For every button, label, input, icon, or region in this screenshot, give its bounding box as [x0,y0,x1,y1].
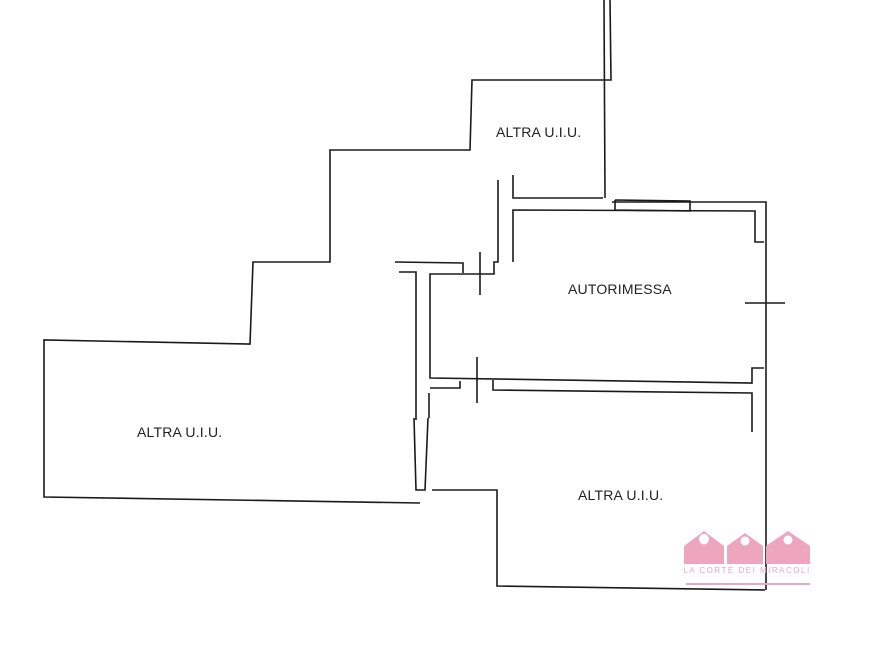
outer-outline-left [43,0,612,504]
lower-unit-top-wall [492,380,753,432]
garage-inner-top [512,209,764,262]
corridor-wall-left [399,271,417,420]
corridor-wall-top [394,261,464,273]
room-label-garage: AUTORIMESSA [568,281,672,297]
top-unit-stub-left [512,175,603,199]
room-label-bottom: ALTRA U.I.U. [578,487,664,503]
garage-left-inner [429,180,764,384]
watermark-logo: LA CORTE DEI MIRACOLI [682,528,812,590]
top-unit-right-wall [603,0,606,199]
garage-outer-wall [612,201,767,590]
room-label-left: ALTRA U.I.U. [137,424,223,440]
houses-icon [684,531,810,564]
watermark-text: LA CORTE DEI MIRACOLI [683,566,811,575]
room-label-top: ALTRA U.I.U. [496,124,582,140]
corridor-column [413,417,429,491]
watermark-underline [686,583,810,585]
middle-wall-lower [430,381,461,389]
lower-unit-outline [432,489,766,591]
